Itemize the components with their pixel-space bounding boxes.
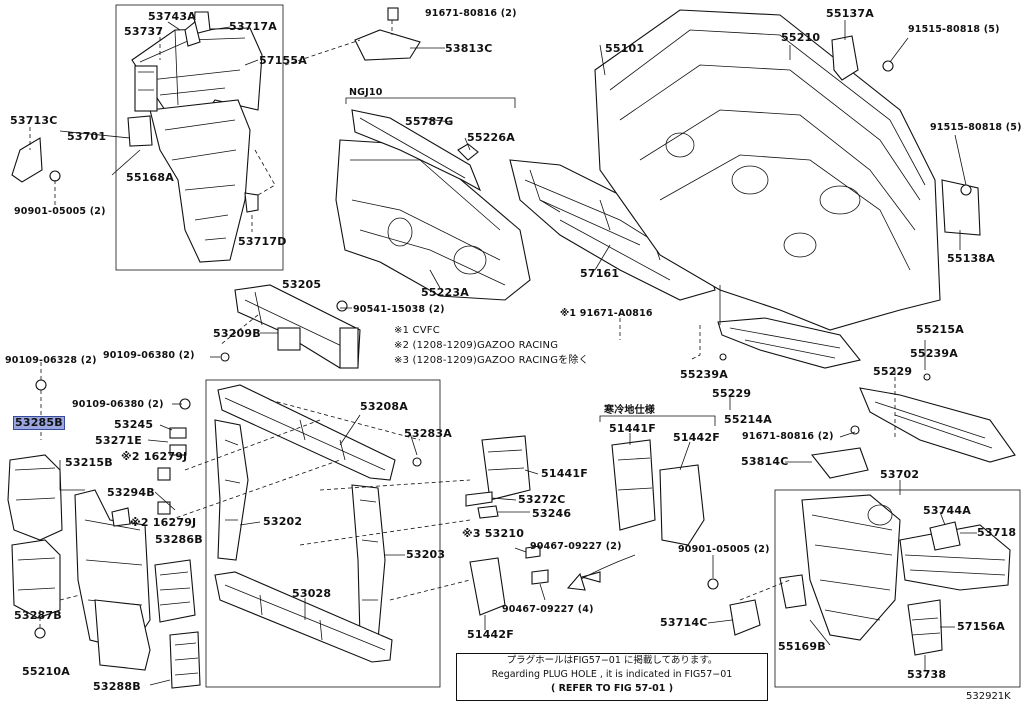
- note-cvfc: ※1 CVFC: [394, 325, 440, 336]
- label-90109-06380-top: 90109-06380 (2): [103, 350, 195, 361]
- label-53245: 53245: [114, 418, 154, 431]
- label-53713c: 53713C: [10, 114, 58, 127]
- label-91515-80818-right: 91515-80818 (5): [930, 122, 1022, 133]
- leader-lines: [29, 20, 977, 686]
- label-51442f-top: 51442F: [673, 431, 720, 444]
- label-55168a: 55168A: [126, 171, 174, 184]
- label-90467-09227-bottom: 90467-09227 (4): [502, 604, 594, 615]
- apron-assembly-left: [11, 11, 263, 263]
- label-16279j-bottom: ※2 16279J: [130, 516, 197, 529]
- note-line-english: Regarding PLUG HOLE , it is indicated in…: [491, 669, 733, 680]
- label-53743a: 53743A: [148, 10, 196, 23]
- label-90541-15038: 90541-15038 (2): [353, 304, 445, 315]
- label-90467-09227-top: 90467-09227 (2): [530, 541, 622, 552]
- label-53283a: 53283A: [404, 427, 452, 440]
- label-53285b-highlighted[interactable]: 53285B: [13, 416, 65, 430]
- label-55239a-left: 55239A: [680, 368, 728, 381]
- label-53737: 53737: [124, 25, 164, 38]
- note-gazoo-racing: ※2 (1208-1209)GAZOO RACING: [394, 340, 559, 351]
- label-53717a: 53717A: [229, 20, 277, 33]
- label-90901-05005-left: 90901-05005 (2): [14, 206, 106, 217]
- radiator-support-center: [214, 384, 422, 663]
- label-53272c: 53272C: [518, 493, 566, 506]
- label-53286b: 53286B: [155, 533, 203, 546]
- label-55239a-right: 55239A: [910, 347, 958, 360]
- apron-assembly-right: [707, 425, 1011, 656]
- label-53702: 53702: [880, 468, 920, 481]
- note-line-refer: ( REFER TO FIG 57-01 ): [550, 683, 674, 694]
- label-53717d: 53717D: [238, 235, 287, 248]
- label-55169b: 55169B: [778, 640, 826, 653]
- label-55226a: 55226A: [467, 131, 515, 144]
- label-53738: 53738: [907, 668, 947, 681]
- label-91671-80816-right: 91671-80816 (2): [742, 431, 834, 442]
- note-excluding-gazoo-racing: ※3 (1208-1209)GAZOO RACINGを除く: [394, 355, 589, 366]
- label-55223a: 55223A: [421, 286, 469, 299]
- label-55210: 55210: [781, 31, 821, 44]
- label-53744a: 53744A: [923, 504, 971, 517]
- label-90901-05005-right: 90901-05005 (2): [678, 544, 770, 555]
- diagram-reference-code: 532921K: [966, 691, 1011, 702]
- label-55210a: 55210A: [22, 665, 70, 678]
- cowl-vent-louver-right: [859, 373, 1016, 463]
- label-53209b: 53209B: [213, 327, 261, 340]
- label-53208a: 53208A: [360, 400, 408, 413]
- label-55101: 55101: [605, 42, 645, 55]
- label-55137a: 55137A: [826, 7, 874, 20]
- label-53210: ※3 53210: [462, 527, 525, 540]
- plug-hole-note-box: プラグホールはFIG57−01 に掲載してあります。 Regarding PLU…: [456, 653, 768, 701]
- cold-area-parts: [465, 435, 705, 616]
- note-line-japanese: プラグホールはFIG57−01 に掲載してあります。: [506, 655, 718, 666]
- label-90109-06328: 90109-06328 (2): [5, 355, 97, 366]
- label-57156a: 57156A: [957, 620, 1005, 633]
- dash-panel-main: [594, 9, 981, 331]
- label-91671-a0816: ※1 91671-A0816: [560, 308, 653, 319]
- label-53202: 53202: [263, 515, 303, 528]
- label-53701: 53701: [67, 130, 107, 143]
- label-53205: 53205: [282, 278, 322, 291]
- side-shields-left: [7, 427, 201, 689]
- label-91515-80818-top: 91515-80818 (5): [908, 24, 1000, 35]
- label-55787g: 55787G: [405, 115, 454, 128]
- label-55214a: 55214A: [724, 413, 772, 426]
- label-53288b: 53288B: [93, 680, 141, 693]
- label-16279j-top: ※2 16279J: [121, 450, 188, 463]
- label-51441f-top: 51441F: [609, 422, 656, 435]
- label-53294b: 53294B: [107, 486, 155, 499]
- label-57161: 57161: [580, 267, 620, 280]
- label-53813c: 53813C: [445, 42, 493, 55]
- label-53718: 53718: [977, 526, 1017, 539]
- label-53028: 53028: [292, 587, 332, 600]
- label-90109-06380-mid: 90109-06380 (2): [72, 399, 164, 410]
- label-53271e: 53271E: [95, 434, 142, 447]
- label-57155a: 57155A: [259, 54, 307, 67]
- label-51441f: 51441F: [541, 467, 588, 480]
- label-53246: 53246: [532, 507, 572, 520]
- label-53814c: 53814C: [741, 455, 789, 468]
- label-51442f: 51442F: [467, 628, 514, 641]
- label-91671-80816-top: 91671-80816 (2): [425, 8, 517, 19]
- label-55138a: 55138A: [947, 252, 995, 265]
- cowl-vent-louver-left: [717, 317, 861, 369]
- label-55229-left: 55229: [712, 387, 752, 400]
- label-53714c: 53714C: [660, 616, 708, 629]
- dash-panel-left: [335, 7, 531, 301]
- label-53215b: 53215B: [65, 456, 113, 469]
- label-55215a: 55215A: [916, 323, 964, 336]
- label-53287b: 53287B: [14, 609, 62, 622]
- label-ngj10: NGJ10: [349, 87, 383, 98]
- label-53203: 53203: [406, 548, 446, 561]
- label-cold-area-spec: 寒冷地仕様: [604, 405, 655, 416]
- radiator-support-upper-top: [35, 284, 361, 410]
- label-55229-right: 55229: [873, 365, 913, 378]
